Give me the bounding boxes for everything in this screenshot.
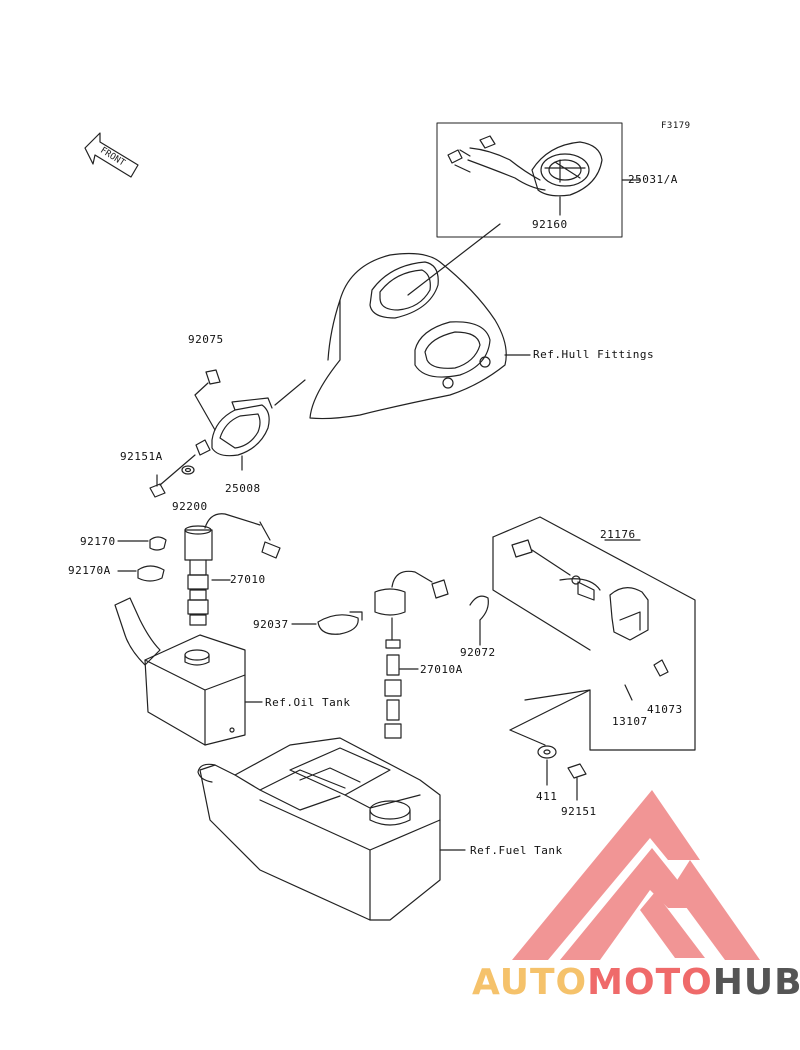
washer-92200 [181,465,195,475]
assembly-21176 [492,516,696,751]
part-label-92151a: 92151A [120,450,163,463]
watermark-logo [512,790,760,960]
part-label-92170: 92170 [80,535,116,548]
bolt-92151 [567,763,587,801]
figure-code: F3179 [661,121,691,131]
part-label-27010: 27010 [230,573,266,586]
watermark-part-hub: HUB [712,962,800,1003]
bolt-92151a [149,454,196,498]
front-arrow-icon: FRONT [84,132,139,178]
watermark-text: AUTOMOTOHUB [472,962,800,1003]
watermark-part-auto: AUTO [472,962,588,1003]
hull-fitting [309,252,531,420]
part-label-92151: 92151 [561,805,597,818]
leader-21176 [509,689,591,731]
fuel-tank [197,737,466,921]
leader-meter-hull [407,223,501,296]
oil-level-sensor [117,513,281,626]
meter-assembly [436,122,641,238]
ref-label-oil-tank: Ref.Oil Tank [265,696,351,709]
part-label-92200: 92200 [172,500,208,513]
oil-tank [114,597,263,746]
part-label-21176: 21176 [600,528,636,541]
part-label-92072: 92072 [460,646,496,659]
part-label-41073: 41073 [647,703,683,716]
part-label-92160: 92160 [532,218,568,231]
ref-label-fuel-tank: Ref.Fuel Tank [470,844,563,857]
part-label-25008: 25008 [225,482,261,495]
bracket-25008 [194,369,306,471]
ref-label-hull-fittings: Ref.Hull Fittings [533,348,655,361]
part-label-92037: 92037 [253,618,289,631]
fuel-sender [291,570,489,739]
part-label-25031a: 25031/A [628,173,678,186]
washer-411 [537,745,557,786]
part-label-27010a: 27010A [420,663,463,676]
part-label-13107: 13107 [612,715,648,728]
part-label-92170a: 92170A [68,564,111,577]
watermark-part-moto: MOTO [587,962,713,1003]
part-label-411: 411 [536,790,558,803]
part-label-92075: 92075 [188,333,224,346]
